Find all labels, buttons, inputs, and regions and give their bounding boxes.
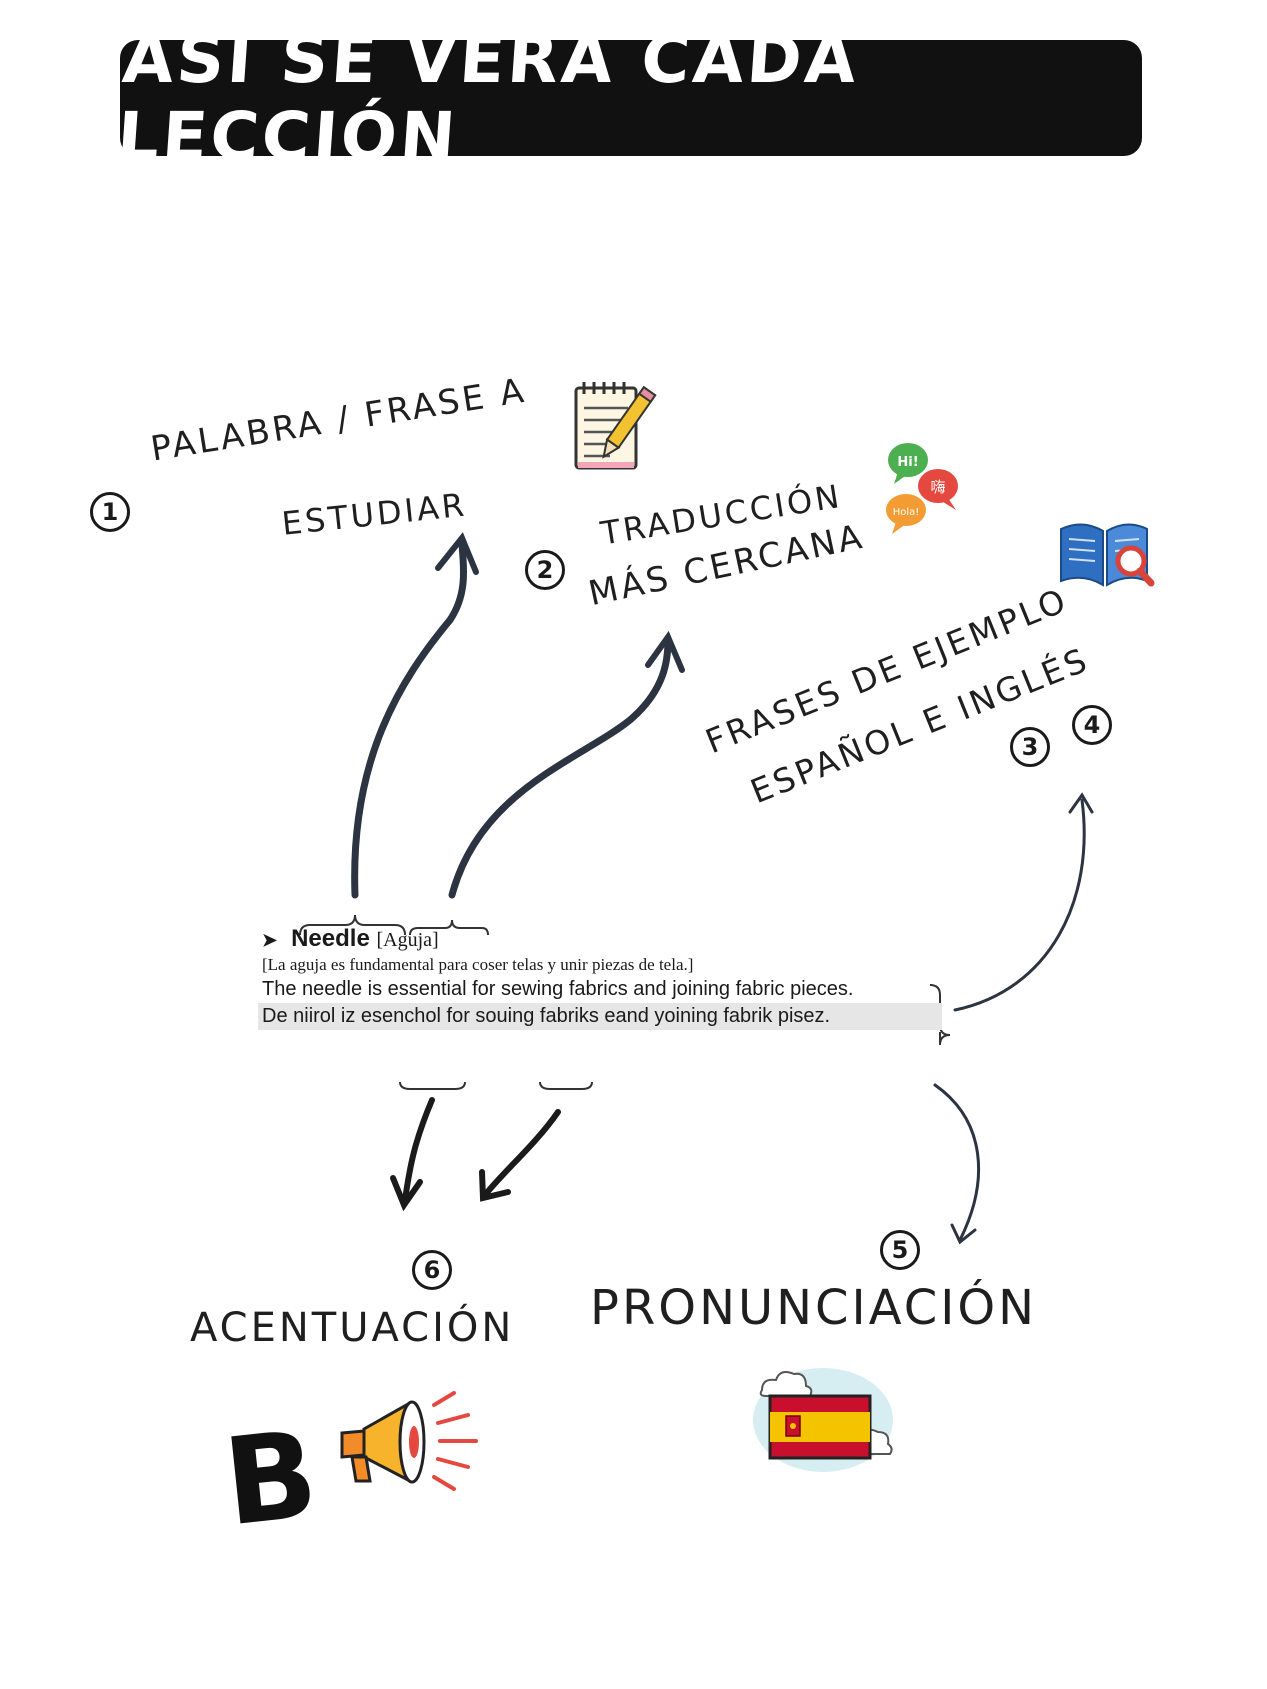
- arrow-to-step-6-a-head: [390, 1175, 423, 1212]
- arrow-to-step-3-4: [953, 798, 1086, 1012]
- step-number-1: 1: [90, 492, 130, 532]
- step-6-label: ACENTUACIÓN: [190, 1305, 515, 1351]
- arrow-to-step-2-head: [645, 630, 685, 673]
- arrow-to-step-6-b-head: [479, 1169, 511, 1202]
- example-brace: [929, 984, 951, 1046]
- spain-flag-icon: [753, 1368, 893, 1472]
- step-5-label: PRONUNCIACIÓN: [590, 1280, 1038, 1336]
- step-number-4: 4: [1072, 705, 1112, 745]
- bubble-hola: Hola!: [893, 507, 920, 518]
- translation-brace: [409, 919, 489, 936]
- accent-brace-2: [539, 1081, 593, 1090]
- arrow-to-step-2: [448, 636, 672, 899]
- lesson-word-line: ➤ Needle [Aguja]: [262, 925, 938, 954]
- arrow-to-step-6-b: [482, 1109, 561, 1198]
- lesson-word: Needle: [291, 925, 370, 952]
- word-brace: [299, 914, 406, 936]
- step-number-2: 2: [525, 550, 565, 590]
- bullet-arrow-icon: ➤: [262, 930, 278, 950]
- lesson-example-spanish: [La aguja es fundamental para coser tela…: [262, 955, 694, 974]
- lesson-example-english: The needle is essential for sewing fabri…: [262, 978, 854, 1000]
- arrow-to-step-1-head: [435, 532, 479, 575]
- title-banner: ASÍ SE VERÁ CADA LECCIÓN: [115, 21, 1142, 175]
- lesson-translation: [Aguja]: [376, 929, 439, 951]
- accent-brace-1: [399, 1081, 466, 1090]
- bubble-ni: 嗨: [930, 478, 945, 496]
- arrow-to-step-3-4-head: [1068, 792, 1094, 814]
- arrow-to-step-6-a: [402, 1097, 435, 1203]
- bubble-hi: Hi!: [897, 455, 918, 470]
- step-number-3: 3: [1010, 727, 1050, 767]
- step-number-5: 5: [880, 1230, 920, 1270]
- arrow-to-step-5: [933, 1083, 980, 1242]
- megaphone-icon: [340, 1391, 478, 1491]
- lesson-card: ➤ Needle [Aguja] [La aguja es fundamental…: [258, 925, 942, 1030]
- step-number-6: 6: [412, 1250, 452, 1290]
- open-book-magnifier-icon: [1060, 523, 1155, 587]
- arrow-to-step-1: [351, 536, 468, 899]
- lesson-pronunciation: De niirol iz esenchol for souing fabriks…: [258, 1003, 942, 1030]
- accent-letter-b: B: [217, 1405, 324, 1554]
- arrow-to-step-5-head: [950, 1223, 977, 1245]
- speech-bubbles-icon: Hi! 嗨 Hola!: [886, 443, 958, 534]
- notepad-pencil-icon: [574, 382, 657, 470]
